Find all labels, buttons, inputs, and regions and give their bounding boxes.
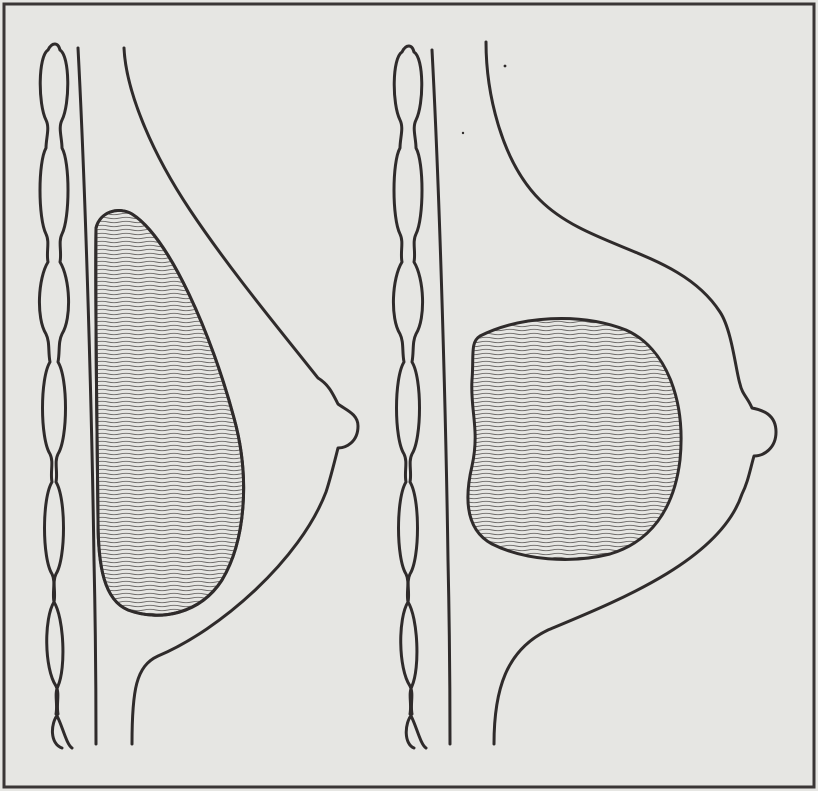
- speck-mark: [504, 65, 507, 68]
- speck-mark: [462, 132, 464, 134]
